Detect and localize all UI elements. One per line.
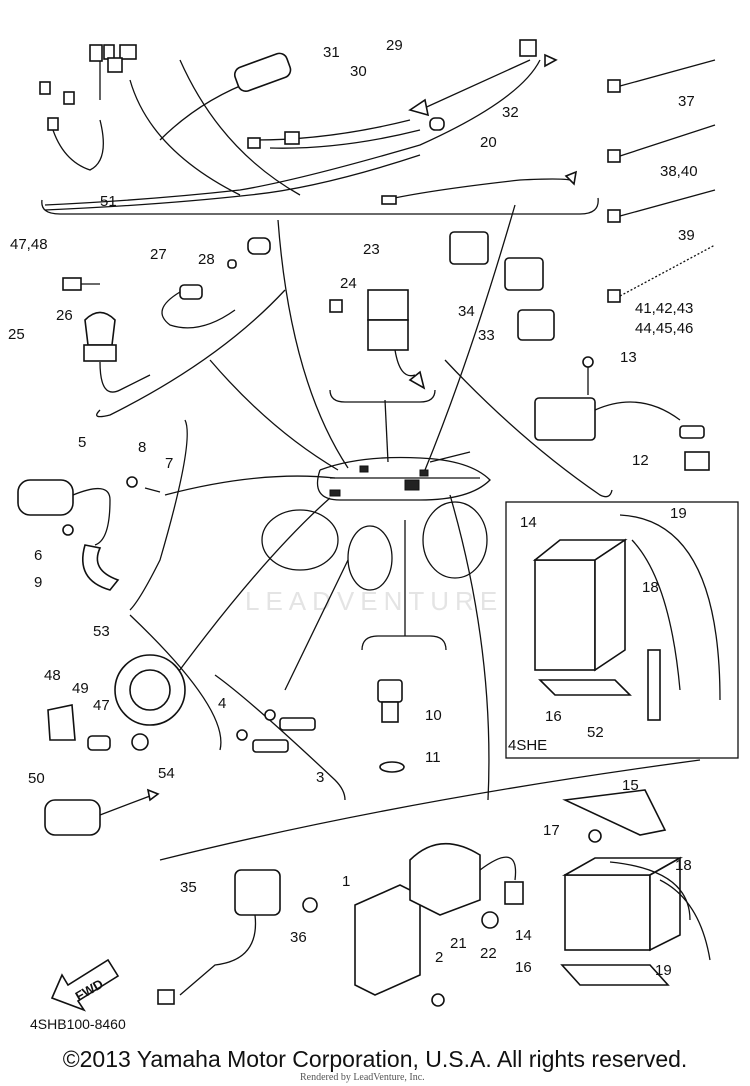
pickup-coil — [409, 842, 524, 929]
callout-14: 14 — [515, 927, 532, 944]
spark-plugs — [236, 709, 316, 753]
callout-6: 6 — [34, 547, 42, 564]
callout-24: 24 — [340, 275, 357, 292]
callout-12: 12 — [632, 452, 649, 469]
group-outline-coil — [129, 419, 188, 611]
group-outline-horn — [129, 614, 222, 751]
callout-17: 17 — [543, 822, 560, 839]
callout-38-40: 38,40 — [660, 163, 698, 180]
exploded-parts-diagram: LEADVENTURE — [8, 37, 739, 1032]
callout-20: 20 — [480, 134, 497, 151]
key — [62, 277, 100, 291]
wire-harness — [39, 39, 578, 211]
rectifier-regulator — [534, 356, 710, 471]
headlight-lead — [44, 788, 160, 836]
group-outline-top-harness — [41, 197, 599, 215]
cable-tie-39 — [607, 189, 716, 223]
callout-8: 8 — [138, 439, 146, 456]
callout-15: 15 — [622, 777, 639, 794]
watermark-text: LEADVENTURE — [245, 586, 503, 616]
group-outline-relays — [329, 389, 436, 403]
callout-31: 31 — [323, 44, 340, 61]
callout-47-48-key: 47,48 — [10, 236, 48, 253]
group-outline-plugs — [214, 674, 346, 801]
callout-1: 1 — [342, 873, 350, 890]
callout-48: 48 — [44, 667, 61, 684]
callout-21: 21 — [450, 935, 467, 952]
cdi-unit — [354, 884, 445, 1007]
callout-7: 7 — [165, 455, 173, 472]
callout-52: 52 — [587, 724, 604, 741]
callout-25: 25 — [8, 326, 25, 343]
callout-33: 33 — [478, 327, 495, 344]
callout-14-inset: 14 — [520, 514, 537, 531]
cable-tie-38-40 — [607, 124, 716, 163]
callout-28: 28 — [198, 251, 215, 268]
cable-tie-41-46 — [607, 244, 716, 303]
callout-50: 50 — [28, 770, 45, 787]
callout-54: 54 — [158, 765, 175, 782]
callout-4: 4 — [218, 695, 226, 712]
callout-29: 29 — [386, 37, 403, 54]
callout-19-inset: 19 — [670, 505, 687, 522]
callout-2: 2 — [435, 949, 443, 966]
copyright-notice: ©2013 Yamaha Motor Corporation, U.S.A. A… — [62, 1046, 688, 1072]
callout-37: 37 — [678, 93, 695, 110]
inset-label-4she: 4SHE — [508, 737, 547, 754]
callout-11: 11 — [425, 749, 441, 766]
ignition-coil-35 — [157, 869, 318, 1005]
forward-arrow-icon: FWD — [50, 958, 120, 1012]
group-outline-ignition — [96, 289, 286, 418]
callout-18: 18 — [675, 857, 692, 874]
callout-35: 35 — [180, 879, 197, 896]
battery-inset-frame — [505, 501, 739, 759]
callout-27: 27 — [150, 246, 167, 263]
callout-5: 5 — [78, 434, 86, 451]
callout-10: 10 — [425, 707, 442, 724]
callout-13: 13 — [620, 349, 637, 366]
group-outline-sensor — [361, 635, 447, 651]
callout-49: 49 — [72, 680, 89, 697]
callout-18-inset: 18 — [642, 579, 659, 596]
callout-26: 26 — [56, 307, 73, 324]
drawing-number: 4SHB100-8460 — [30, 1016, 126, 1032]
couplers — [449, 231, 555, 341]
callout-36: 36 — [290, 929, 307, 946]
main-switch — [83, 311, 151, 393]
callout-22: 22 — [480, 945, 497, 962]
rendered-by-notice: Rendered by LeadVenture, Inc. — [300, 1072, 425, 1083]
callout-19: 19 — [655, 962, 672, 979]
callout-51: 51 — [100, 193, 117, 210]
callout-3: 3 — [316, 769, 324, 786]
callout-9: 9 — [34, 574, 42, 591]
callout-16: 16 — [515, 959, 532, 976]
battery — [560, 856, 711, 986]
callout-labels: 31 29 30 32 20 51 37 38,40 39 41,42,43 4… — [8, 37, 698, 1032]
temperature-sensor — [377, 679, 405, 773]
callout-53: 53 — [93, 623, 110, 640]
cable-tie-37 — [607, 59, 716, 93]
horn — [47, 654, 186, 751]
callout-23: 23 — [363, 241, 380, 258]
callout-41-43: 41,42,43 — [635, 300, 693, 317]
callout-34: 34 — [458, 303, 475, 320]
relays — [329, 289, 426, 390]
callout-16-inset: 16 — [545, 708, 562, 725]
callout-32: 32 — [502, 104, 519, 121]
battery-bracket — [562, 789, 667, 843]
atv-vehicle-outline — [261, 456, 491, 591]
battery-4she — [532, 514, 721, 721]
ignition-coil — [17, 476, 161, 591]
group-outline-rectifier — [444, 359, 613, 498]
callout-44-46: 44,45,46 — [635, 320, 693, 337]
thermo-switch — [161, 237, 271, 329]
callout-39: 39 — [678, 227, 695, 244]
group-outline-bottom — [159, 759, 701, 861]
callout-30: 30 — [350, 63, 367, 80]
callout-47: 47 — [93, 697, 110, 714]
footer: ©2013 Yamaha Motor Corporation, U.S.A. A… — [0, 1046, 750, 1073]
